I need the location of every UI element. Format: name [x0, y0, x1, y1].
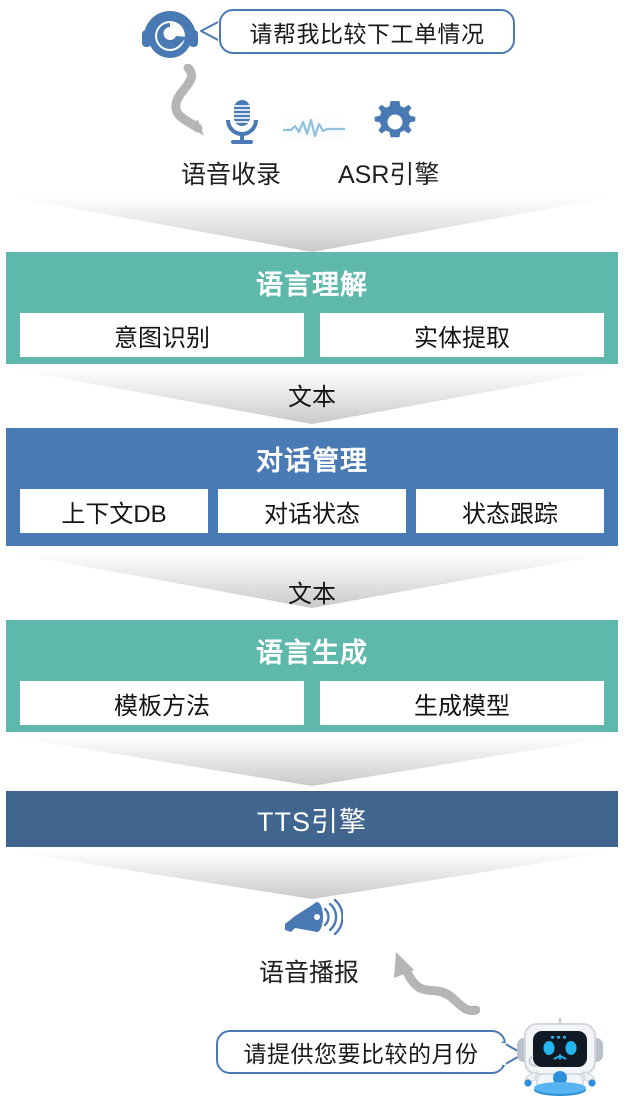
- asr-engine-label: ASR引擎: [338, 161, 440, 189]
- connector-arrow-top: [6, 196, 618, 252]
- connector-arrow-nlg-tts: [6, 736, 618, 786]
- system-reply-text: 请提供您要比较的月份: [243, 1041, 479, 1067]
- stage-title-nlu: 语言理解: [256, 270, 368, 300]
- stage-item-entity-extraction[interactable]: 实体提取: [320, 313, 604, 357]
- stage-item-context-db[interactable]: 上下文DB: [20, 489, 208, 533]
- stage-title-dm: 对话管理: [256, 446, 368, 476]
- stage-panel-dm: 对话管理 上下文DB 对话状态 状态跟踪: [6, 428, 618, 546]
- stage-item-dialog-state[interactable]: 对话状态: [218, 489, 406, 533]
- stage-panel-nlg: 语言生成 模板方法 生成模型: [6, 620, 618, 732]
- voice-broadcast-label: 语音播报: [259, 959, 360, 987]
- megaphone-speaker-icon: [283, 898, 344, 942]
- curved-arrow-down-icon: [158, 63, 218, 146]
- stage-item-intent-recognition[interactable]: 意图识别: [20, 313, 304, 357]
- voice-capture-label: 语音收录: [181, 161, 282, 189]
- headset-operator-icon: [140, 6, 218, 62]
- stage-title-nlg: 语言生成: [256, 638, 368, 668]
- stage-item-template-method[interactable]: 模板方法: [20, 681, 304, 725]
- user-request-text: 请帮我比较下工单情况: [249, 20, 485, 47]
- microphone-icon: [222, 98, 262, 146]
- connector-label-nlu-dm: 文本: [288, 384, 336, 411]
- gear-icon: [373, 100, 417, 144]
- curved-arrow-up-icon: [370, 948, 481, 1020]
- stage-panel-nlu: 语言理解 意图识别 实体提取: [6, 252, 618, 364]
- stage-item-state-tracking[interactable]: 状态跟踪: [416, 489, 604, 533]
- system-reply-bubble: 请提供您要比较的月份: [216, 1030, 506, 1074]
- connector-arrow-tts-out: [6, 851, 618, 899]
- connector-label-dm-nlg: 文本: [288, 581, 336, 608]
- user-request-bubble: 请帮我比较下工单情况: [219, 9, 515, 54]
- robot-assistant-icon: [511, 1014, 609, 1098]
- stage-title-tts: TTS引擎: [257, 807, 367, 837]
- stage-item-generative-model[interactable]: 生成模型: [320, 681, 604, 725]
- audio-waveform-icon: [283, 118, 345, 140]
- stage-panel-tts: TTS引擎: [6, 791, 618, 847]
